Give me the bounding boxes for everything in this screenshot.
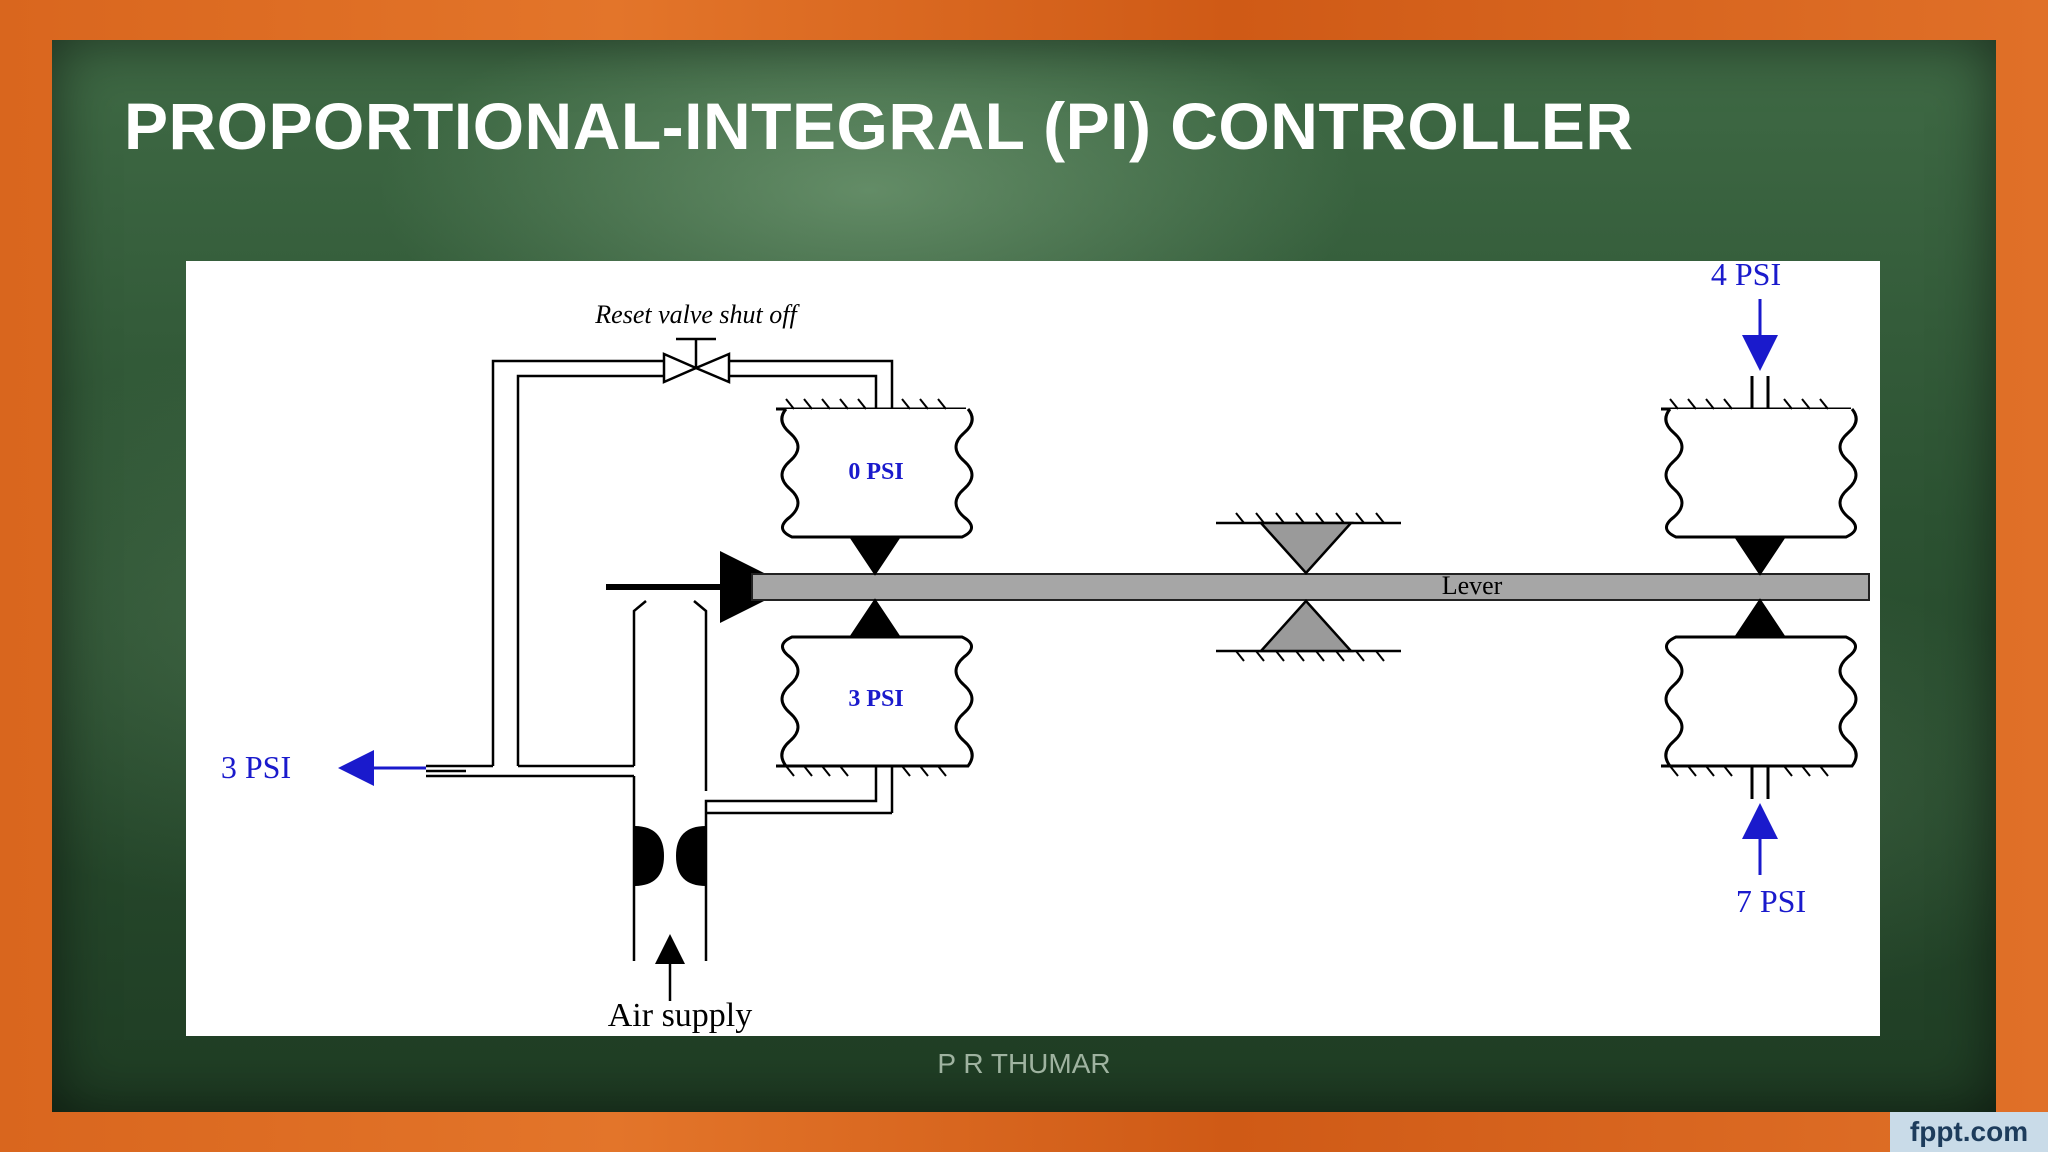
air-supply-label: Air supply [608,997,753,1034]
pi-controller-diagram: Reset valve shut off Air supply Lever [221,256,1870,1034]
upper-right-bellows [1661,376,1858,576]
lever-bar [751,573,1870,601]
fulcrum-icon [1216,512,1401,662]
slide-title: PROPORTIONAL-INTEGRAL (PI) CONTROLLER [124,89,1634,163]
lower-left-bellows [776,598,974,777]
lever-label: Lever [1442,571,1503,600]
upper-left-bellows [776,398,974,576]
top-input-label: 4 PSI [1711,261,1781,292]
lower-right-bellows [1661,598,1858,799]
lower-left-bellows-label: 3 PSI [848,686,903,712]
diagram-panel: Reset valve shut off Air supply Lever [186,256,1880,1036]
bottom-input-label: 7 PSI [1736,883,1806,919]
reset-valve-icon [662,337,731,384]
slide-footer: P R THUMAR [937,1048,1111,1079]
output-label: 3 PSI [221,749,291,785]
brand-watermark: fppt.com [1890,1112,2048,1152]
reset-valve-label: Reset valve shut off [594,300,800,329]
feedback-piping [426,359,894,961]
supply-restriction-icon [634,826,706,886]
upper-left-bellows-label: 0 PSI [848,459,903,485]
